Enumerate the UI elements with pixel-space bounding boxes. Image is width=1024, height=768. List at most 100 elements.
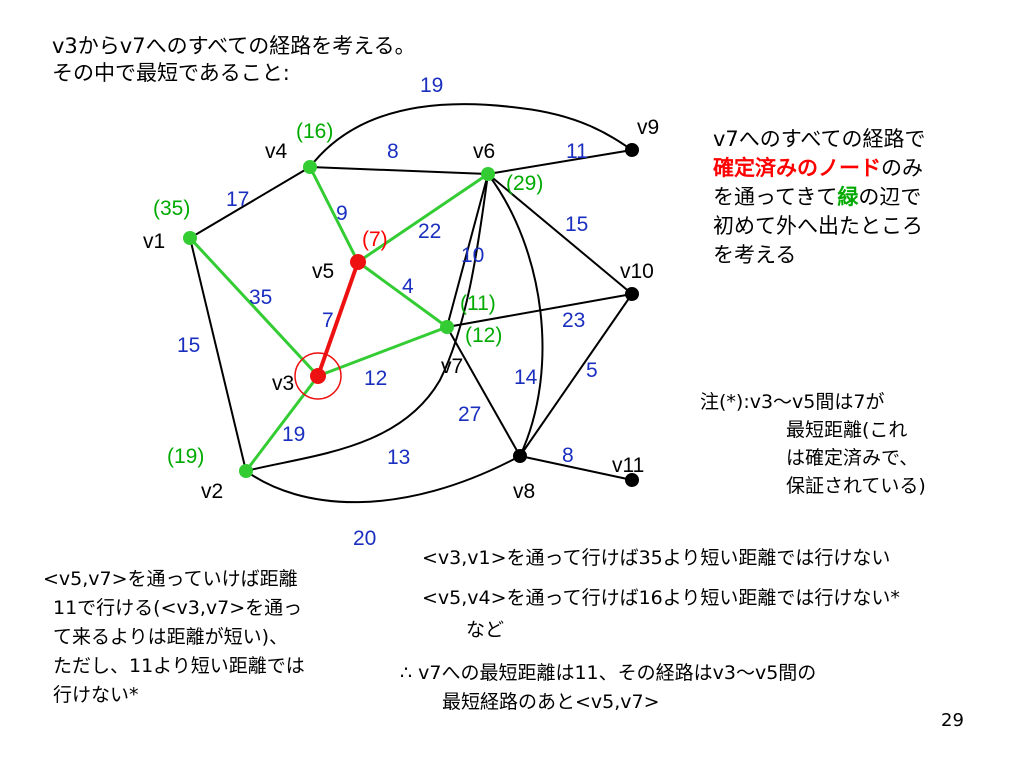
bl-line-5: 行けない* <box>53 684 139 706</box>
bl-line-2: 11で行ける(<v3,v7>を通っ <box>53 597 303 619</box>
weight-v2-v3: 19 <box>282 423 305 446</box>
node-v8 <box>513 449 527 463</box>
edge-v6-v10 <box>487 173 633 295</box>
edge-v1-v3 <box>188 236 320 378</box>
edge-v4-v5 <box>308 166 360 263</box>
node-v1 <box>183 231 197 245</box>
edge-v6-v7 <box>446 173 489 328</box>
bottom-left-explanation: <v5,v7>を通っていけば距離 11で行ける(<v3,v7>を通っ て来るより… <box>43 565 305 710</box>
weight-v5-v6: 22 <box>418 220 441 243</box>
edge-v4-v6 <box>309 166 489 175</box>
label-v1: v1 <box>143 230 165 253</box>
weight-v6-v7: 10 <box>461 244 484 267</box>
intro-line-1: v3からv7へのすべての経路を考える。 <box>52 34 416 58</box>
weight-v5-v7: 4 <box>402 275 414 298</box>
label-v11: v11 <box>612 454 644 477</box>
right-line-3: を通ってきて緑の辺で <box>713 183 925 212</box>
br-line-4: ∴ v7への最短距離は11、その経路はv3〜v5間の <box>400 662 817 684</box>
weight-v3-v5: 7 <box>322 309 334 332</box>
bl-line-3: て来るよりは距離が短い)、 <box>53 626 289 648</box>
dist-v6: (29) <box>506 172 543 195</box>
note-star: 注(*):v3〜v5間は7が 最短距離(これ は確定済みで、 保証されている) <box>700 388 926 500</box>
weight-v8-v10: 5 <box>586 359 598 382</box>
right-line-2: 確定済みのノードのみ <box>713 154 925 183</box>
weight-v4-v6: 8 <box>387 140 399 163</box>
dist-v7-a: (11) <box>460 292 496 315</box>
edge-v5-v7 <box>357 260 448 329</box>
node-v5 <box>350 254 366 270</box>
weight-v6-v8: 14 <box>514 366 538 389</box>
right-line-1: v7へのすべての経路で <box>713 127 926 151</box>
dist-v4: (16) <box>296 120 333 143</box>
edge-v6-v9 <box>487 149 633 175</box>
label-v10: v10 <box>620 260 654 283</box>
right-line-5: を考える <box>713 243 797 267</box>
intro-text: v3からv7へのすべての経路を考える。 その中で最短であること: <box>52 33 416 87</box>
edge-v1-v2 <box>189 237 247 472</box>
right-line-4: 初めて外へ出たところ <box>713 214 923 238</box>
label-v8: v8 <box>513 480 535 503</box>
edge-v2-v6 <box>245 173 489 472</box>
node-v3 <box>310 368 326 384</box>
node-v6 <box>481 167 495 181</box>
node-v9 <box>625 143 639 157</box>
label-v4: v4 <box>265 140 288 163</box>
edge-v5-v6 <box>357 172 489 264</box>
dist-v5: (7) <box>362 228 388 251</box>
weight-v4-v5: 9 <box>336 202 348 225</box>
dist-v1: (35) <box>153 197 190 220</box>
intro-line-2: その中で最短であること: <box>52 61 290 85</box>
weight-v3-v7: 12 <box>364 367 387 390</box>
weight-v2-v6: 13 <box>387 446 410 469</box>
edge-v6-v8 <box>487 173 544 457</box>
label-v7: v7 <box>441 355 463 378</box>
weight-v2-v8: 20 <box>353 527 376 550</box>
edge-v1-v4 <box>189 166 311 239</box>
node-v10 <box>625 287 639 301</box>
node-v7 <box>440 320 454 334</box>
br-line-1: <v3,v1>を通って行けば35より短い距離では行けない <box>422 547 891 569</box>
page-number: 29 <box>941 710 964 731</box>
weight-v1-v2: 15 <box>177 334 200 357</box>
confirmed-nodes-text: 確定済みのノード <box>713 156 881 180</box>
edge-v4-v9 <box>309 103 633 168</box>
dist-v7-b: (12) <box>465 324 502 347</box>
label-v2: v2 <box>201 480 223 503</box>
weight-v6-v9: 11 <box>566 140 588 163</box>
node-v4 <box>303 160 317 174</box>
node-v3-ring <box>294 352 342 400</box>
label-v5: v5 <box>312 260 334 283</box>
label-v6: v6 <box>473 140 495 163</box>
br-line-3: など <box>466 619 505 641</box>
weight-v4-v9: 19 <box>420 74 443 97</box>
note-line-1: 注(*):v3〜v5間は7が <box>700 391 885 413</box>
node-v11 <box>625 473 639 487</box>
bl-line-4: ただし、11より短い距離では <box>53 655 305 677</box>
right-line-3-a: を通ってきて <box>713 185 838 209</box>
edge-v2-v8 <box>245 455 521 504</box>
label-v9: v9 <box>637 116 659 139</box>
edge-v8-v10 <box>519 293 633 457</box>
weight-v1-v3: 35 <box>249 286 272 309</box>
right-line-3-b: の辺で <box>858 185 922 209</box>
note-line-4: 保証されている) <box>786 475 926 497</box>
green-text: 緑 <box>837 185 859 209</box>
weight-v1-v4: 17 <box>226 188 249 211</box>
weight-v7-v10: 23 <box>562 309 585 332</box>
br-line-5: 最短経路のあと<v5,v7> <box>442 691 660 713</box>
right-line-2-rest: のみ <box>881 156 923 180</box>
bl-line-1: <v5,v7>を通っていけば距離 <box>43 568 298 590</box>
weight-v8-v11: 8 <box>562 444 574 467</box>
edge-v7-v8 <box>446 326 521 457</box>
weight-v7-v8: 27 <box>458 403 481 426</box>
note-line-3: は確定済みで、 <box>786 447 919 469</box>
weight-v6-v10: 15 <box>565 213 588 236</box>
edge-v2-v3 <box>244 375 320 472</box>
right-explanation: v7へのすべての経路で 確定済みのノードのみ を通ってきて緑の辺で 初めて外へ出… <box>713 125 925 270</box>
dist-v2: (19) <box>167 445 204 468</box>
note-line-2: 最短距離(これ <box>786 419 908 441</box>
black-edges <box>189 103 633 504</box>
edge-v3-v5 <box>316 261 360 377</box>
node-v2 <box>239 464 253 478</box>
